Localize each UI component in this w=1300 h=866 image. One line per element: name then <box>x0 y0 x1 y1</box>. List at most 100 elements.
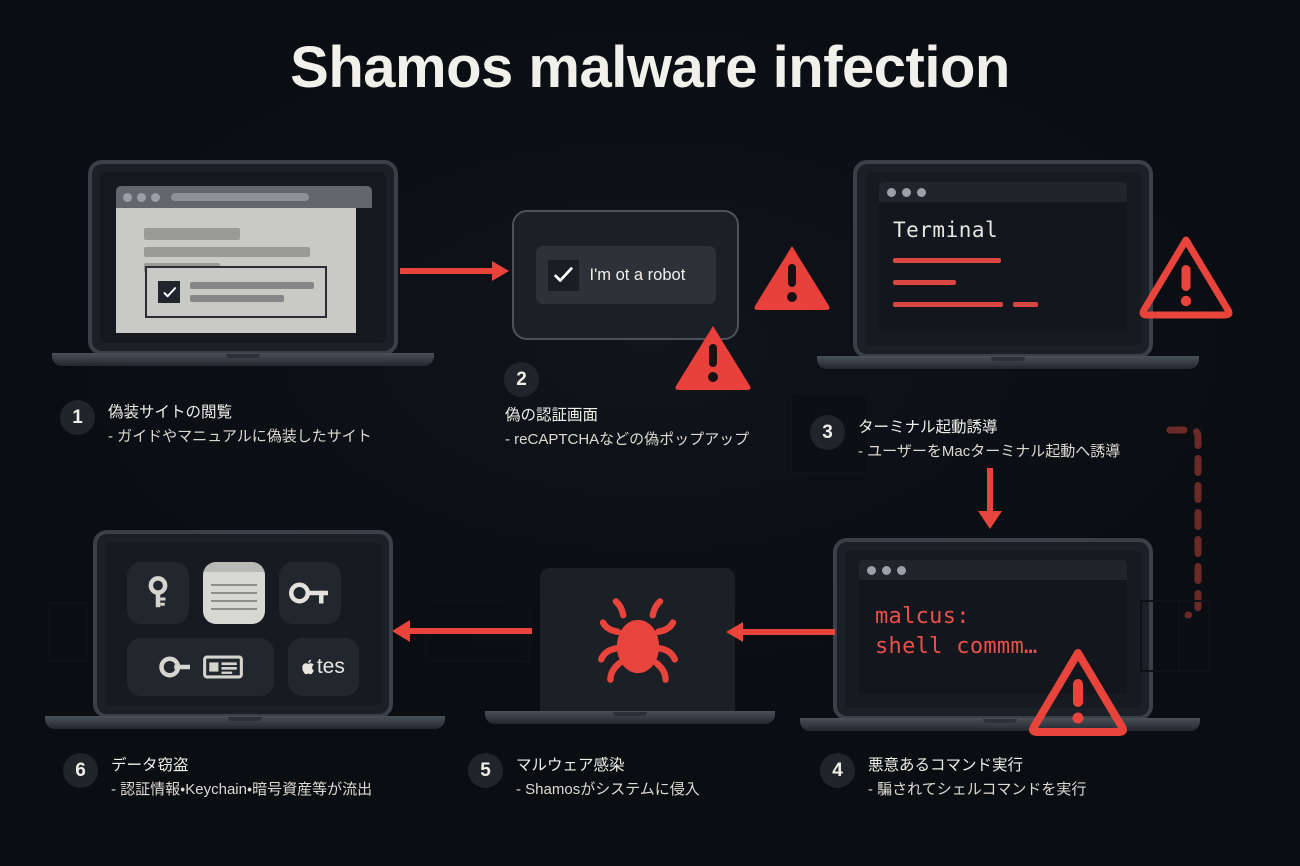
bug-icon <box>597 597 678 683</box>
step-title-2: 偽の認証画面 <box>505 407 599 424</box>
window-dot-maximize-icon <box>897 565 906 575</box>
checkbox-checked-icon[interactable] <box>158 281 180 303</box>
notes-icon[interactable] <box>203 562 265 624</box>
laptop-base-step4 <box>800 718 1200 731</box>
step-subtitle-2: - reCAPTCHAなどの偽ポップアップ <box>505 431 750 449</box>
step-badge-1: 1 <box>60 400 95 435</box>
terminal-body-step3: Terminal <box>879 202 1127 332</box>
content-line-body-1 <box>144 247 310 257</box>
step-badge-3: 3 <box>810 415 845 450</box>
dialog-text-lines <box>190 282 314 302</box>
step-caption-4: 4 悪意あるコマンド実行 - 騙されてシェルコマンドを実行 <box>820 753 1086 803</box>
step-caption-5: 5 マルウェア感染 - Shamosがシステムに侵入 <box>468 753 700 803</box>
step-caption-2: 2 偽の認証画面 - reCAPTCHAなどの偽ポップアップ <box>432 362 749 453</box>
step-title-1: 偽装サイトの閲覧 <box>108 404 233 421</box>
laptop-screen-step3: Terminal <box>865 172 1141 346</box>
fake-dialog[interactable] <box>145 266 327 318</box>
page-title: Shamos malware infection <box>290 35 1010 100</box>
dashed-connector-right <box>1130 425 1210 675</box>
app-tile-notes-label[interactable]: tes <box>287 638 359 696</box>
step-badge-6: 6 <box>63 753 98 788</box>
laptop-base-step5 <box>485 711 775 724</box>
step-caption-3: 3 ターミナル起動誘導 - ユーザーをMacターミナル起動へ誘導 <box>810 415 1120 465</box>
step-subtitle-3: - ユーザーをMacターミナル起動へ誘導 <box>858 443 1121 461</box>
laptop-lid-step1 <box>88 160 398 355</box>
step-badge-5: 5 <box>468 753 503 788</box>
terminal-prompt-label: Terminal <box>893 218 999 242</box>
terminal-window-step3: Terminal <box>865 172 1141 346</box>
laptop-lid-step6: tes <box>93 530 393 718</box>
window-dot-maximize-icon <box>151 192 160 202</box>
step-title-5: マルウェア感染 <box>516 757 625 774</box>
window-dot-close-icon <box>123 192 132 202</box>
window-dot-minimize-icon <box>882 565 891 575</box>
app-tile-key[interactable] <box>127 562 189 624</box>
arrow-step3-to-step4 <box>972 468 1008 530</box>
id-card-icon <box>203 655 244 679</box>
warning-triangle-outline-step4 <box>1028 645 1128 737</box>
keychain-key-icon <box>289 582 328 604</box>
laptop-step1 <box>52 160 434 375</box>
stolen-data-app-grid: tes <box>105 542 381 706</box>
warning-triangle-filled-step2b <box>673 322 753 392</box>
terminal-redline-1 <box>893 258 1001 263</box>
app-tile-credentials[interactable] <box>127 638 274 696</box>
browser-mockup <box>100 172 386 343</box>
terminal-titlebar-step3 <box>879 182 1127 202</box>
browser-toolbar <box>116 186 372 208</box>
laptop-base-step3 <box>817 356 1199 369</box>
step-subtitle-1: - ガイドやマニュアルに偽装したサイト <box>108 428 372 446</box>
laptop-screen-step1 <box>100 172 386 343</box>
terminal-redline-2 <box>893 280 956 285</box>
decor-frame-mid-right <box>1140 600 1180 672</box>
browser-address-bar[interactable] <box>171 193 309 201</box>
arrow-step4-to-step5 <box>723 618 835 646</box>
step-badge-2: 2 <box>504 362 539 397</box>
captcha-label: I'm ot a robot <box>589 265 686 284</box>
captcha-popup[interactable]: I'm ot a robot <box>512 210 739 340</box>
captcha-checkbox-icon[interactable] <box>547 259 579 291</box>
arrow-step5-to-step6 <box>392 617 532 645</box>
laptop-lid-step3: Terminal <box>853 160 1153 358</box>
laptop-step5 <box>485 568 775 736</box>
step-badge-4: 4 <box>820 753 855 788</box>
terminal-titlebar-step4 <box>859 560 1127 580</box>
step-caption-6: 6 データ窃盗 - 認証情報・Keychain・暗号資産等が流出 <box>63 753 372 803</box>
laptop-screen-step5 <box>540 568 735 713</box>
laptop-step4: malcus: shell commm… <box>800 538 1200 738</box>
laptop-screen-step6: tes <box>105 542 381 706</box>
laptop-base-step6 <box>45 716 445 729</box>
terminal-command-line-1: malcus: <box>875 604 970 629</box>
warning-triangle-outline-step3 <box>1138 232 1234 320</box>
browser-page-content <box>116 208 356 333</box>
step-subtitle-6: - 認証情報・Keychain・暗号資産等が流出 <box>111 781 373 799</box>
step-subtitle-4: - 騙されてシェルコマンドを実行 <box>868 781 1087 799</box>
step-title-3: ターミナル起動誘導 <box>858 419 998 436</box>
laptop-step3: Terminal <box>817 160 1199 375</box>
step-caption-1: 1 偽装サイトの閲覧 - ガイドやマニュアルに偽装したサイト <box>60 400 372 450</box>
apple-notes-label: tes <box>316 655 345 678</box>
window-dot-maximize-icon <box>917 187 926 197</box>
window-dot-minimize-icon <box>137 192 146 202</box>
key-icon <box>148 576 168 608</box>
laptop-base-step1 <box>52 353 434 366</box>
terminal-redline-3 <box>893 302 1003 307</box>
access-key-icon <box>159 656 191 678</box>
step-title-6: データ窃盗 <box>111 757 189 774</box>
decor-frame-far-left <box>48 602 88 662</box>
laptop-lid-step4: malcus: shell commm… <box>833 538 1153 720</box>
window-dot-close-icon <box>867 565 876 575</box>
apple-notes-icon: tes <box>302 655 345 679</box>
window-dot-close-icon <box>887 187 896 197</box>
content-line-heading <box>144 228 240 240</box>
terminal-command-line-2: shell commm… <box>875 633 1038 659</box>
laptop-step6: tes <box>45 530 445 735</box>
captcha-inner-panel: I'm ot a robot <box>535 246 716 304</box>
app-tile-keychain[interactable] <box>279 562 341 624</box>
window-dot-minimize-icon <box>902 187 911 197</box>
terminal-redline-4 <box>1013 302 1038 307</box>
step-title-4: 悪意あるコマンド実行 <box>868 757 1024 774</box>
arrow-step1-to-step2 <box>400 258 510 284</box>
warning-triangle-filled-step2a <box>752 242 832 312</box>
